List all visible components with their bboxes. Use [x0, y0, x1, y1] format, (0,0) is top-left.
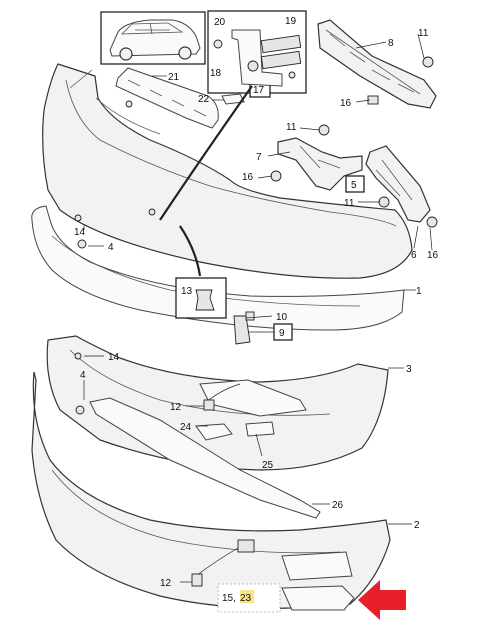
sensor-housing — [237, 539, 255, 553]
callout-14-top: 14 — [74, 227, 86, 238]
screw-icon — [422, 56, 434, 68]
callout-21: 21 — [168, 72, 180, 83]
reflector-strip — [115, 67, 219, 129]
retainer-bracket — [317, 19, 437, 109]
rear-bumper-cover-upper — [42, 63, 413, 279]
car-thumbnail-inset — [100, 11, 206, 65]
screw-icon — [75, 405, 85, 415]
screw-icon — [378, 196, 390, 208]
callout-7: 7 — [256, 152, 262, 163]
callout-20: 20 — [214, 17, 226, 28]
part-25-clip — [245, 421, 275, 437]
label-box-5 — [345, 175, 365, 193]
side-bracket-left — [277, 137, 363, 191]
bumper-energy-absorber — [31, 205, 405, 331]
callout-23: 23 — [240, 593, 252, 604]
grommet-detail-box — [175, 277, 227, 319]
trim-strip — [89, 397, 321, 519]
nut-icon — [270, 170, 282, 182]
reflector-opening — [281, 551, 353, 581]
clip-icon — [74, 352, 82, 360]
callout-9: 9 — [279, 328, 285, 339]
connector-icon — [191, 573, 203, 587]
clip-icon — [245, 311, 255, 321]
callout-15: 15, — [222, 593, 239, 604]
callout-18: 18 — [210, 68, 222, 79]
rear-bumper-cover-lower — [31, 371, 391, 609]
callout-25: 25 — [262, 460, 274, 471]
mounting-bracket-icon — [233, 315, 251, 345]
callout-13: 13 — [181, 286, 193, 297]
callout-10: 10 — [276, 312, 288, 323]
callout-11-mid: 11 — [286, 122, 297, 133]
grommet-icon — [195, 289, 215, 311]
callout-2: 2 — [414, 520, 420, 531]
callout-24: 24 — [180, 422, 192, 433]
callout-11-low: 11 — [344, 198, 355, 209]
callout-16-mid: 16 — [242, 172, 254, 183]
callout-26: 26 — [332, 500, 344, 511]
clip-strip — [260, 34, 302, 54]
part-number-highlight — [240, 590, 254, 603]
part-22-clip — [221, 93, 245, 105]
callout-12-top: 12 — [170, 402, 182, 413]
highlighted-reflector — [281, 585, 355, 611]
callout-3: 3 — [406, 364, 412, 375]
callout-4-top: 4 — [108, 242, 114, 253]
screw-icon — [77, 239, 87, 249]
leader-lines — [83, 33, 433, 583]
callout-16-right: 16 — [427, 250, 439, 261]
callout-8: 8 — [388, 38, 394, 49]
screw-icon — [318, 124, 330, 136]
clip-icon — [74, 214, 82, 222]
callout-16-top: 16 — [340, 98, 352, 109]
reference-arrow — [159, 85, 253, 221]
callout-6: 6 — [411, 250, 417, 261]
callout-12-low: 12 — [160, 578, 172, 589]
callout-11-top: 11 — [418, 28, 429, 39]
callout-22: 22 — [198, 94, 210, 105]
side-bracket-right — [365, 145, 431, 223]
fastener-inset-box — [207, 10, 307, 98]
part-24-clip — [195, 423, 233, 441]
highlighted-callout: 15, 23 — [217, 583, 281, 613]
callout-19: 19 — [285, 16, 297, 27]
screw-icon — [426, 216, 438, 228]
callout-14-low: 14 — [108, 352, 120, 363]
screw-icon — [213, 39, 223, 49]
callout-1: 1 — [416, 286, 422, 297]
callout-5: 5 — [351, 180, 357, 191]
red-arrow-icon — [358, 580, 406, 620]
reference-arrow — [179, 225, 202, 277]
callout-4-low: 4 — [80, 370, 86, 381]
callout-17: 17 — [253, 85, 265, 96]
nut-icon — [247, 60, 259, 72]
connector-icon — [203, 399, 215, 411]
